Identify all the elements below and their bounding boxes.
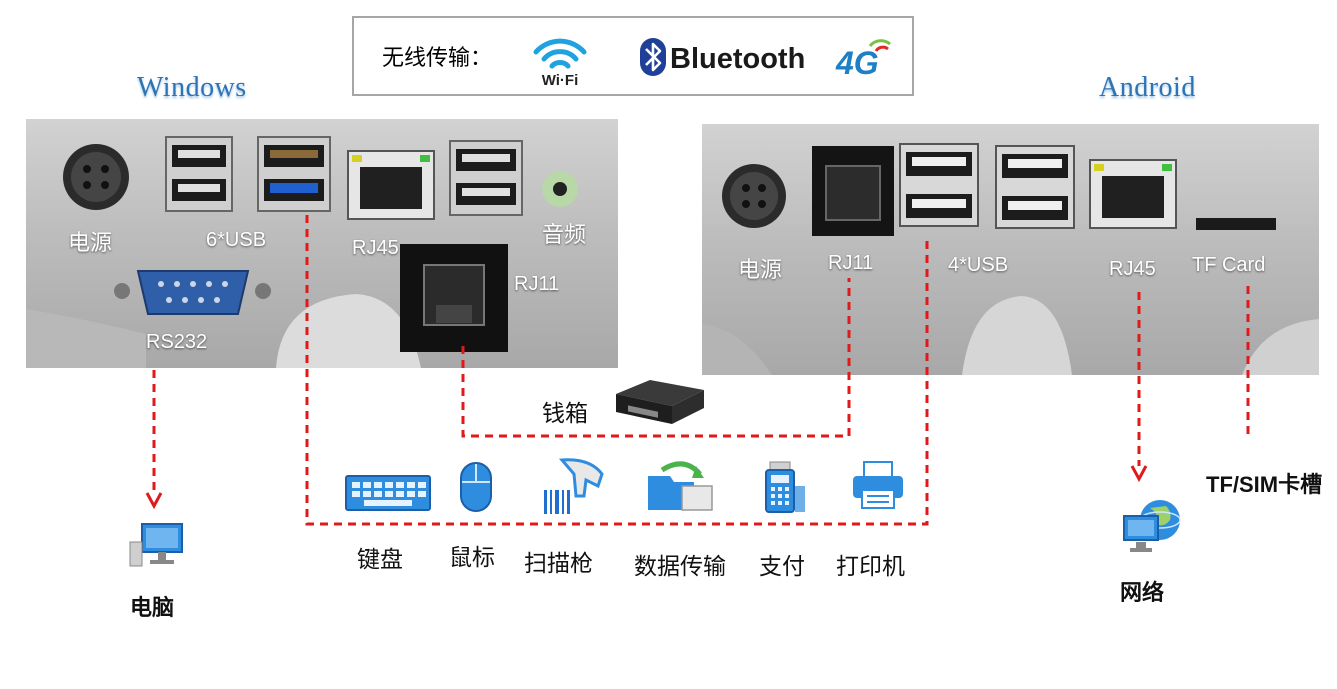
wireless-banner: 无线传输： Wi·Fi Bluetooth 4G bbox=[352, 16, 914, 96]
and-usb-label: 4*USB bbox=[948, 254, 1009, 276]
win-rs232-label: RS232 bbox=[146, 331, 208, 353]
win-power-label: 电源 bbox=[68, 231, 113, 256]
mouse-label: 鼠标 bbox=[449, 545, 495, 571]
and-power-label: 电源 bbox=[738, 258, 783, 283]
wifi-icon: Wi·Fi bbox=[533, 38, 587, 88]
lte-4g-logo: 4G bbox=[835, 39, 891, 80]
android-title: Android bbox=[1099, 72, 1196, 103]
printer-icon bbox=[853, 461, 903, 509]
payment-terminal-icon bbox=[765, 461, 805, 513]
and-rj11-label: RJ11 bbox=[828, 252, 874, 274]
wireless-label: 无线传输： bbox=[382, 46, 493, 71]
win-usb-label: 6*USB bbox=[206, 229, 267, 251]
windows-panel-art bbox=[26, 136, 578, 368]
data-transfer-icon bbox=[648, 461, 713, 511]
tf-sim-label: TF/SIM卡槽 bbox=[1206, 472, 1323, 497]
android-port-panel: 电源 RJ11 4*USB RJ45 TF Card bbox=[702, 124, 1319, 375]
rs232-port bbox=[136, 270, 250, 315]
network-label: 网络 bbox=[1120, 580, 1165, 605]
win-rj45-label: RJ45 bbox=[352, 237, 399, 259]
barcode-scanner-icon bbox=[544, 458, 604, 514]
keyboard-label: 键盘 bbox=[357, 547, 403, 573]
win-audio-label: 音频 bbox=[542, 223, 587, 248]
and-rj45-label: RJ45 bbox=[1109, 258, 1156, 280]
lte-text: 4G bbox=[835, 45, 879, 80]
wifi-text: Wi·Fi bbox=[542, 72, 579, 88]
computer-label: 电脑 bbox=[130, 595, 175, 620]
tf-card-slot bbox=[1196, 218, 1276, 230]
arrow-head-network bbox=[1130, 465, 1148, 483]
printer-label: 打印机 bbox=[836, 554, 905, 580]
usb-bus-line bbox=[305, 215, 929, 526]
keyboard-icon bbox=[345, 475, 431, 511]
bluetooth-text: Bluetooth bbox=[670, 43, 805, 75]
mouse-icon bbox=[460, 462, 492, 512]
win-rj11-label: RJ11 bbox=[514, 273, 560, 295]
cash-drawer-icon bbox=[616, 380, 704, 424]
payment-label: 支付 bbox=[759, 554, 805, 580]
windows-title: Windows bbox=[137, 72, 247, 103]
and-tf-label: TF Card bbox=[1192, 254, 1266, 276]
scanner-label: 扫描枪 bbox=[524, 551, 593, 577]
computer-icon bbox=[129, 523, 183, 567]
arrow-head-computer bbox=[145, 492, 163, 510]
bluetooth-logo: Bluetooth bbox=[640, 38, 805, 76]
cash-drawer-label: 钱箱 bbox=[542, 401, 588, 427]
network-globe-icon bbox=[1123, 500, 1181, 552]
rj11-to-drawer-line bbox=[461, 278, 851, 438]
windows-port-panel: 电源 6*USB RJ45 音频 RJ11 RS232 bbox=[26, 119, 618, 368]
data-transfer-label: 数据传输 bbox=[634, 554, 726, 580]
android-panel-art bbox=[702, 143, 1319, 375]
